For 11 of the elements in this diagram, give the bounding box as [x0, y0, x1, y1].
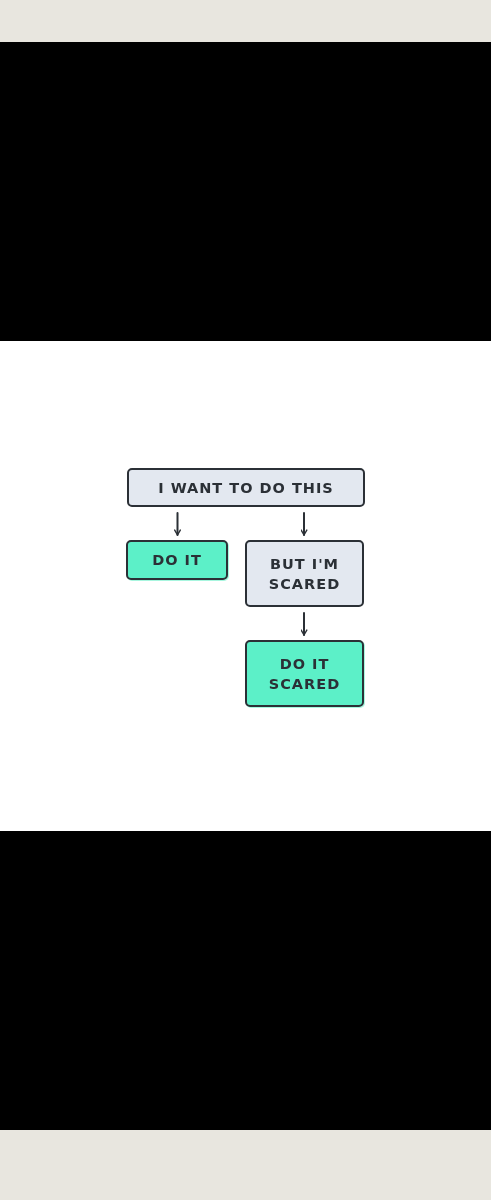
step-box: [245, 540, 364, 607]
box-label: DO IT: [151, 551, 203, 570]
step-box: [127, 468, 365, 507]
arrow: [174, 512, 181, 536]
action-box: [245, 640, 364, 707]
box-label: DO IT SCARED: [267, 654, 342, 694]
action-box: [126, 540, 228, 580]
arrow: [300, 612, 308, 636]
box-label: BUT I'M SCARED: [267, 554, 342, 594]
box-label: I WANT TO DO THIS: [157, 478, 335, 498]
arrow: [300, 512, 308, 536]
